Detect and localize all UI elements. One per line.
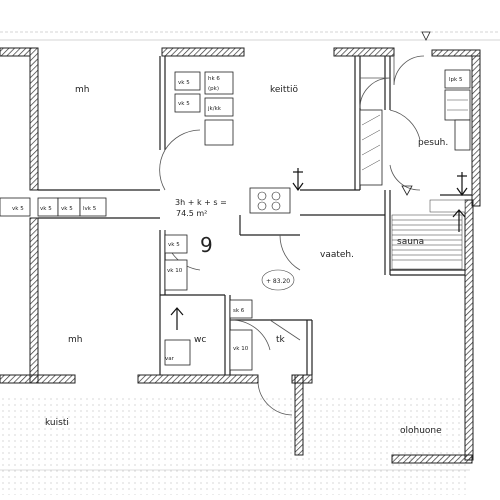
room-sauna: sauna (397, 237, 424, 247)
sauna-bench (391, 199, 466, 270)
room-vaateh: vaateh. (320, 250, 354, 260)
arrow-up-icons (170, 209, 466, 330)
room-mh-top: mh (75, 85, 89, 95)
cabinet-label: vk 10 (167, 268, 183, 274)
elevation-marker-circle (261, 269, 295, 291)
cabinet-label: hk 6 (208, 76, 220, 82)
cabinet-label: vk 5 (178, 101, 190, 107)
room-mh-bottom: mh (68, 335, 82, 345)
cabinet-label: lvk 5 (83, 206, 97, 212)
cabinet-label: sk 6 (233, 308, 245, 314)
shelf-lines (361, 99, 468, 171)
terrace-area (0, 395, 470, 495)
exterior-walls (0, 47, 481, 464)
cabinet-label: vk 10 (233, 346, 249, 352)
cabinet-label: var (165, 356, 175, 362)
door-swings (159, 55, 425, 416)
cabinet-label: vk 5 (12, 206, 24, 212)
room-kuisti: kuisti (45, 418, 69, 428)
cabinet-label: lpk 5 (449, 77, 463, 83)
room-tk: tk (276, 335, 286, 345)
cabinet-label: vk 5 (61, 206, 73, 212)
cabinet-label: (pk) (208, 86, 219, 92)
room-olohuone: olohuone (400, 426, 442, 436)
triangle-marker-icons (401, 31, 431, 196)
apartment-type: 3h + k + s = (175, 198, 227, 207)
cabinet-label: vk 5 (40, 206, 52, 212)
cabinet-label: vk 5 (178, 80, 190, 86)
cabinet-label: vk 5 (168, 242, 180, 248)
kitchen-cabinets (0, 69, 471, 371)
elevation-marker: + 83.20 (266, 278, 290, 285)
room-keittio: keittiö (270, 85, 298, 95)
stove-rings (257, 191, 281, 211)
apartment-area: 74.5 m² (176, 209, 207, 218)
room-wc: wc (194, 335, 206, 345)
room-pesuh: pesuh. (418, 138, 448, 148)
cabinet-label: jk/kk (207, 106, 222, 112)
apartment-number: 9 (200, 233, 213, 257)
arrow-down-icons (292, 168, 468, 197)
